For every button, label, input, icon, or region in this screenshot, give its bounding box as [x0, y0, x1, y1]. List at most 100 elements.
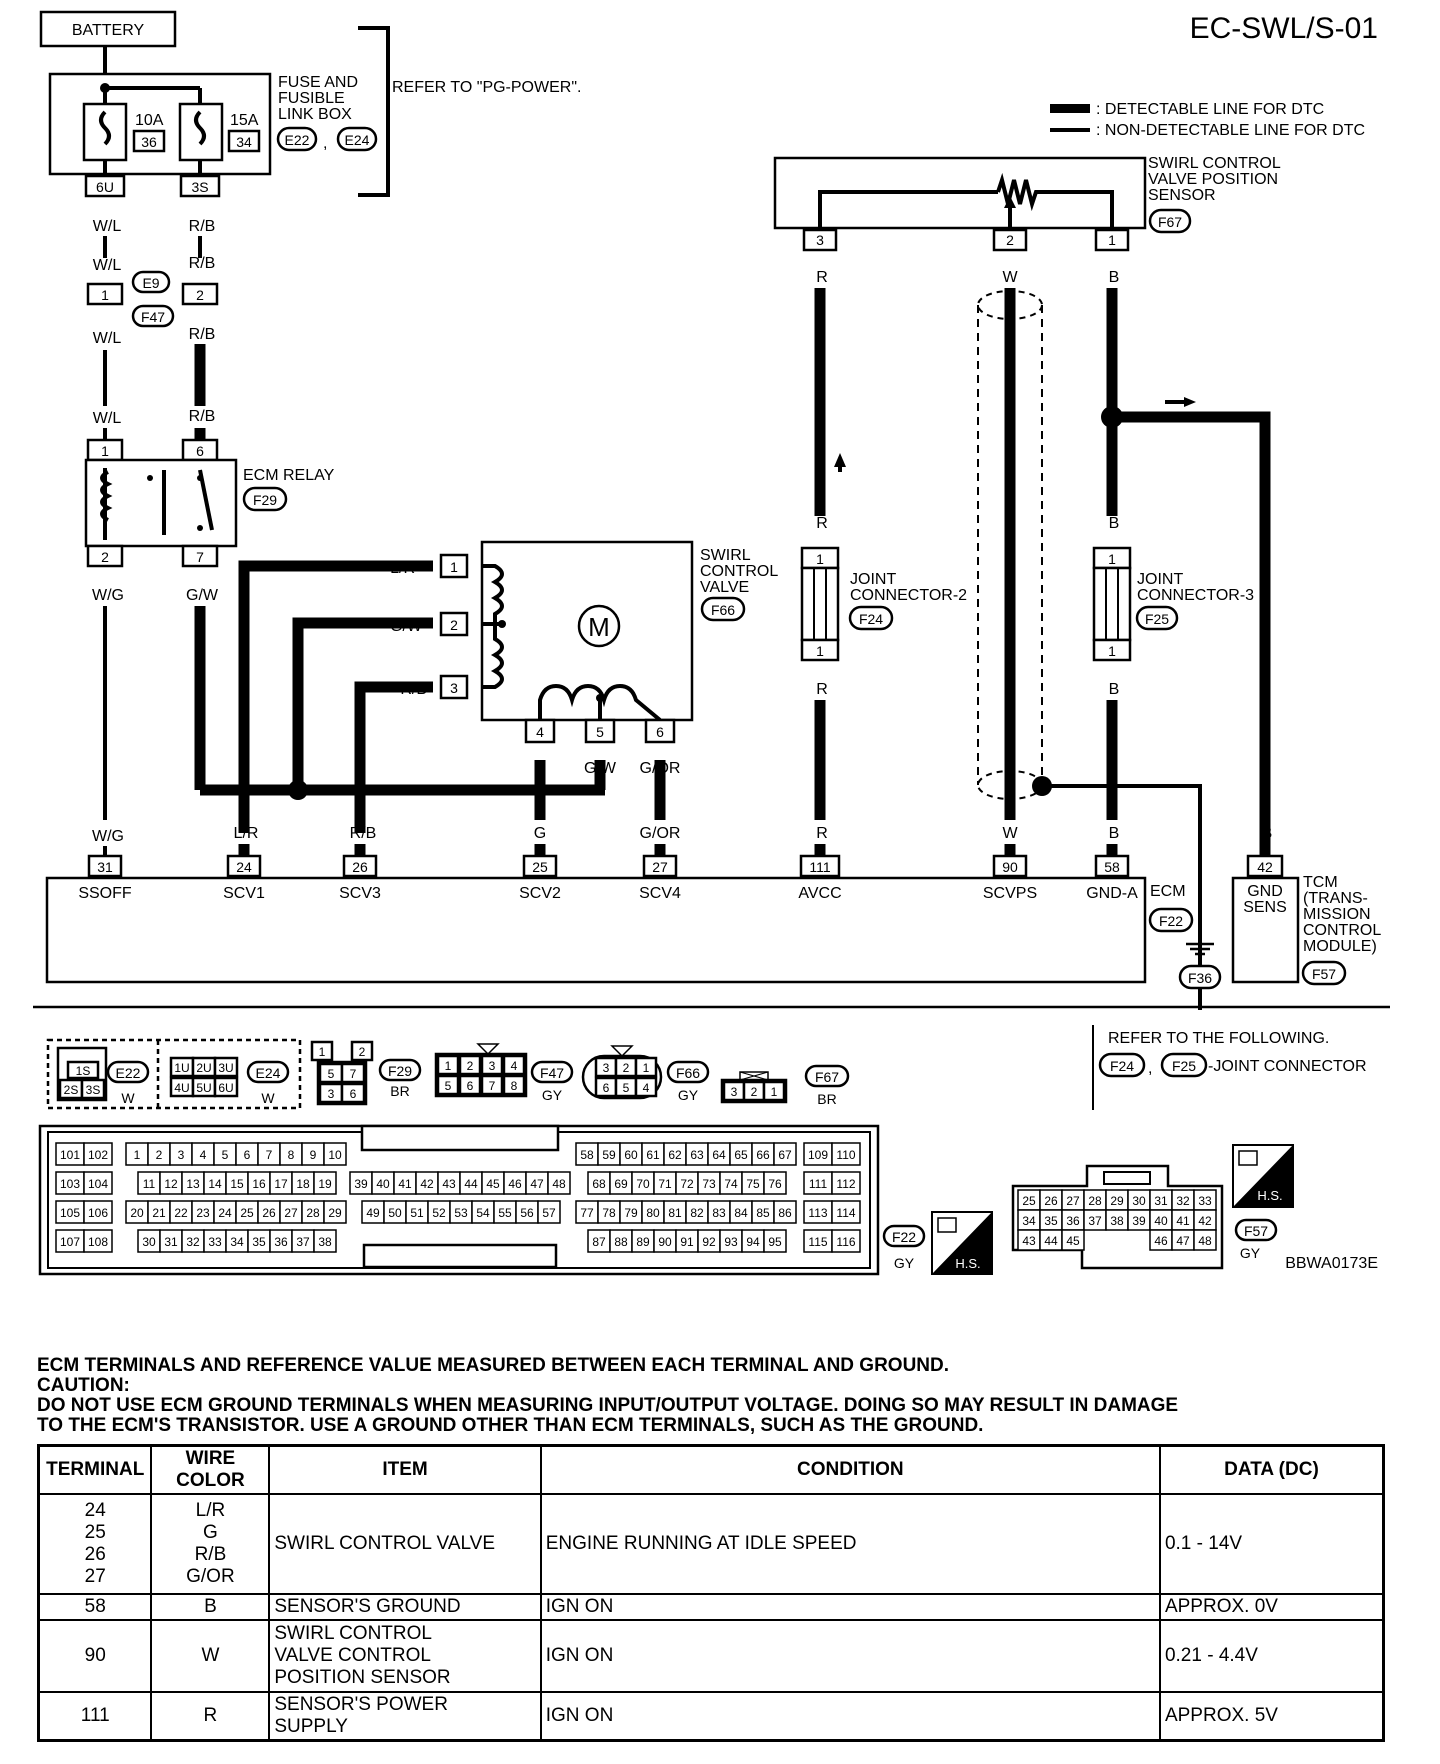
ecm-pin-cell — [763, 1171, 787, 1195]
ecm-terminal-box — [226, 854, 262, 878]
tcm-pin-label: 47 — [1176, 1234, 1190, 1248]
connector-view-e24: 1U 2U 3U 4U 5U 6U E24 W — [169, 1056, 290, 1106]
connector-color: GY — [678, 1087, 699, 1103]
ecm-pin-label: 20 — [130, 1206, 144, 1220]
ecm-pin-label: 72 — [680, 1177, 694, 1191]
pin-label: 6 — [603, 1081, 610, 1095]
joint3-label-1: JOINT — [1137, 571, 1183, 588]
wire-label: R — [816, 825, 828, 842]
legend-thick-line — [1050, 104, 1090, 113]
cell-wire: B — [150, 1593, 271, 1621]
ecm-pin-label: 57 — [542, 1206, 556, 1220]
ecm-pin-label: 91 — [680, 1235, 694, 1249]
fuse-link-box: 10A 36 15A 34 — [48, 72, 272, 178]
ecm-pin-cell — [831, 1200, 861, 1224]
ecm-pin-label: 31 — [164, 1235, 178, 1249]
fuse-box-connector-e22: E22 — [285, 132, 310, 148]
ecm-pin-label: 63 — [690, 1148, 704, 1162]
wire-label: W/L — [93, 410, 122, 427]
ecm-pin-cell — [831, 1142, 861, 1166]
ecm-terminal-number: 26 — [352, 859, 368, 875]
tcm-pin-label: 37 — [1088, 1214, 1102, 1228]
ecm-pin-label: 105 — [60, 1206, 80, 1220]
tcm-pin-label: 27 — [1066, 1194, 1080, 1208]
connector-color: GY — [542, 1087, 563, 1103]
ecm-pin-cell — [831, 1171, 861, 1195]
fuse-box-connector-e24: E24 — [345, 132, 370, 148]
cell-condition: IGN ON — [539, 1619, 1161, 1693]
wire-label: R — [816, 515, 828, 532]
pin-label: 1 — [771, 1085, 778, 1099]
ecm-terminal-number: 31 — [97, 859, 113, 875]
ecm-pin-label: 34 — [230, 1235, 244, 1249]
refer-connector-f25: F25 — [1172, 1058, 1196, 1074]
swirl-control-valve: 1 2 3 M 4 5 6 — [439, 540, 694, 744]
tcm-pin-label: 46 — [1154, 1234, 1168, 1248]
joint-connector-3: 1 1 — [1092, 546, 1132, 662]
connector-id: E22 — [116, 1065, 141, 1081]
ecm-pin-label: 68 — [592, 1177, 606, 1191]
ecm-pin-label: 35 — [252, 1235, 266, 1249]
fuse1-num: 36 — [141, 134, 157, 150]
ecm-terminal-number: 111 — [809, 859, 830, 875]
notes-block: ECM TERMINALS AND REFERENCE VALUE MEASUR… — [37, 1356, 1397, 1436]
ecm-terminal-number: 58 — [1104, 859, 1120, 875]
ecm-pin-label: 65 — [734, 1148, 748, 1162]
wire-label: G/W — [584, 760, 617, 777]
ecm-pin-label: 5 — [222, 1148, 229, 1162]
connector-color: W — [121, 1090, 135, 1106]
hs-label: H.S. — [955, 1256, 980, 1271]
ecm-terminal-box — [342, 854, 378, 878]
valve-pin: 3 — [450, 680, 458, 696]
ecm-pin-label: 81 — [668, 1206, 682, 1220]
ecm-pin-label: 52 — [432, 1206, 446, 1220]
tcm-pin-cell — [1193, 1229, 1217, 1251]
ecm-pin-label: 101 — [60, 1148, 80, 1162]
cell-item: SENSOR'S GROUND — [268, 1593, 542, 1621]
tcm-face-connector-id: F57 — [1244, 1223, 1268, 1239]
wire-label: G — [534, 825, 546, 842]
figure-code: BBWA0173E — [1285, 1255, 1378, 1272]
wire-label: W/G — [92, 587, 124, 604]
wire-label: R — [816, 681, 828, 698]
connector-id: F47 — [540, 1065, 564, 1081]
ecm-pin-label: 44 — [464, 1177, 478, 1191]
ecm-pin-label: 109 — [808, 1148, 828, 1162]
ecm-pin-label: 106 — [88, 1206, 108, 1220]
ecm-pin-label: 67 — [778, 1148, 792, 1162]
connector-id: E24 — [256, 1065, 281, 1081]
relay-pin: 1 — [101, 443, 109, 459]
ecm-pin-label: 108 — [88, 1235, 108, 1249]
connector-id: F29 — [388, 1063, 412, 1079]
ecm-pin-label: 111 — [809, 1177, 828, 1191]
legend-non-detectable: : NON-DETECTABLE LINE FOR DTC — [1096, 122, 1365, 139]
notes-line-2: TO THE ECM'S TRANSISTOR. USE A GROUND OT… — [37, 1415, 984, 1436]
ecm-pin-cell — [313, 1229, 337, 1253]
cell-terminal: 111 — [37, 1691, 153, 1742]
tcm-pin-cell — [1061, 1229, 1085, 1251]
wire-label: G/W — [390, 618, 423, 635]
ecm-pin-label: 6 — [244, 1148, 251, 1162]
pin-label: 3 — [489, 1059, 496, 1073]
connector-id: F66 — [676, 1065, 700, 1081]
ecm-terminal-number: 27 — [652, 859, 668, 875]
ecm-pin-label: 86 — [778, 1206, 792, 1220]
swirl-position-sensor: 3 2 1 — [773, 156, 1147, 252]
wire-label: R/B — [350, 825, 377, 842]
ecm-pin-label: 113 — [808, 1206, 827, 1220]
ecm-pin-label: 42 — [420, 1177, 434, 1191]
ecm-pin-label: 12 — [164, 1177, 178, 1191]
wire-label: W/L — [93, 330, 122, 347]
wire-label: R/B — [189, 326, 216, 343]
hs-label: H.S. — [1257, 1188, 1282, 1203]
connector-view-f47: 1 2 3 4 5 6 7 8 F47 GY — [434, 1043, 574, 1103]
ground-connector: F36 — [1188, 970, 1212, 986]
ecm-pin-cell — [773, 1142, 797, 1166]
ecm-pin-label: 60 — [624, 1148, 638, 1162]
refer-suffix: -JOINT CONNECTOR — [1208, 1058, 1367, 1075]
tcm-pin-label: 40 — [1154, 1214, 1168, 1228]
ecm-pin-cell — [83, 1229, 113, 1253]
ecm-pin-label: 32 — [186, 1235, 200, 1249]
ecm-pin-label: 61 — [646, 1148, 660, 1162]
